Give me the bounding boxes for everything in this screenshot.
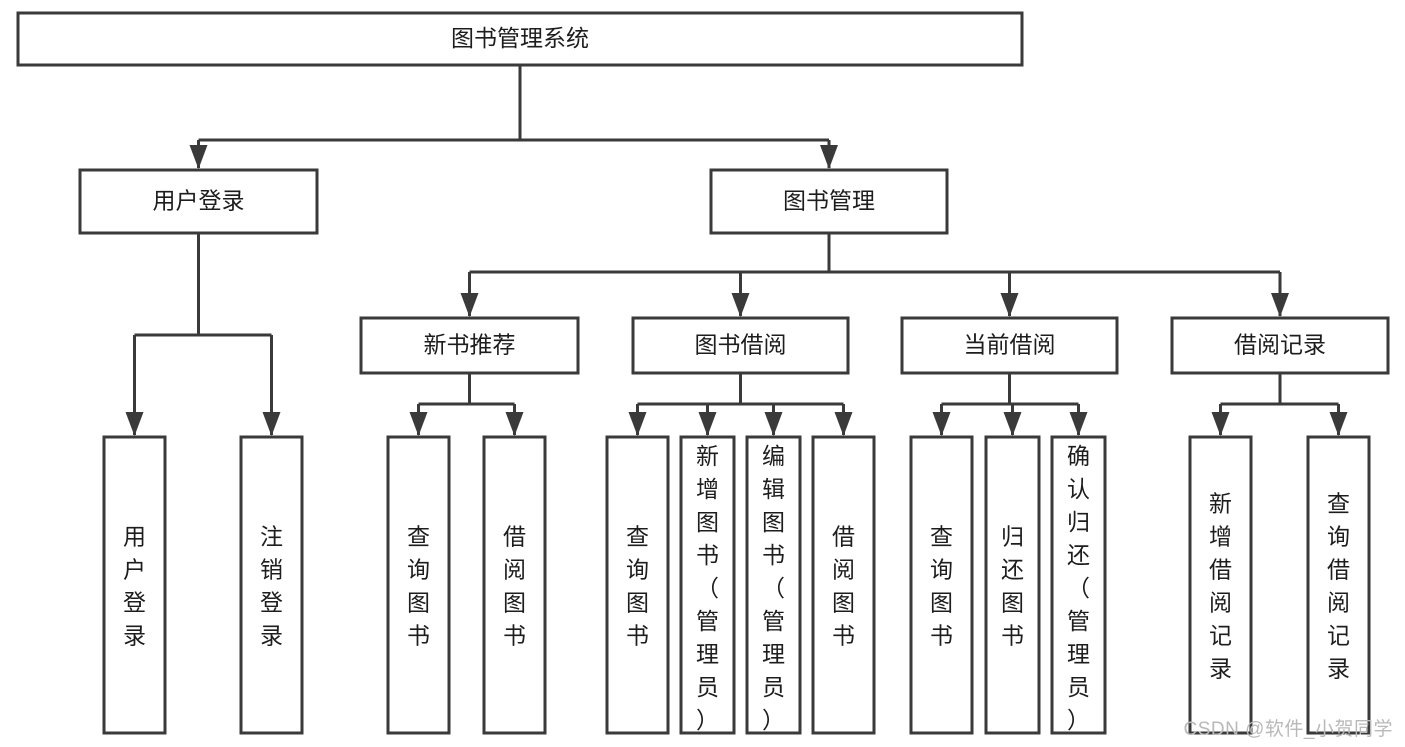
node-box-新书推荐-leaf-借阅图书-1 [482,435,547,735]
node-label-当前借阅-leaf-确认归还管理员-2: 确认归还（管理员） [1067,443,1090,733]
connector-lines-layer [125,65,1348,436]
node-box-图书借阅-leaf-借阅图书-3 [811,435,876,735]
arrow-head-leafdrop-用户登录-0 [125,412,144,436]
node-box-借阅记录-leaf-查询借阅记录-1 [1306,435,1371,735]
node-label-当前借阅-leaf-归还图书-1: 归还图书 [1001,524,1024,649]
node-box-图书借阅-l3-1 [631,316,850,375]
csdn-watermark: CSDN @软件_小贺同学 [1183,719,1393,740]
arrow-head-leafdrop-图书借阅-2 [764,412,783,436]
arrow-head-leafdrop-图书借阅-1 [698,412,717,436]
arrow-head-leafdrop-借阅记录-1 [1329,412,1348,436]
node-label-图书管理系统-root: 图书管理系统 [451,25,589,51]
node-label-当前借阅-leaf-查询图书-0: 查询图书 [930,524,953,649]
node-图书借阅-l3-1[interactable]: 图书借阅 [631,316,850,375]
node-label-新书推荐-leaf-查询图书-0: 查询图书 [407,524,430,649]
arrow-head-root-to-l2-1 [820,145,838,169]
arrow-head-mgmt-to-l3-1 [731,293,750,317]
arrow-head-leafdrop-新书推荐-1 [505,412,524,436]
arrow-head-leafdrop-借阅记录-0 [1211,412,1230,436]
arrow-head-leafdrop-用户登录-1 [262,412,281,436]
node-用户登录-leaf-用户登录-0[interactable]: 用户登录 [102,435,167,735]
arrow-head-mgmt-to-l3-0 [460,293,479,317]
arrow-head-leafdrop-当前借阅-1 [1003,412,1022,436]
node-label-新书推荐-leaf-借阅图书-1: 借阅图书 [503,524,526,649]
node-图书管理系统-root[interactable]: 图书管理系统 [16,11,1024,67]
diagram-nodes-layer: 图书管理系统用户登录图书管理新书推荐图书借阅当前借阅借阅记录用户登录注销登录查询… [16,11,1390,735]
node-新书推荐-leaf-查询图书-0[interactable]: 查询图书 [386,435,451,735]
node-box-图书管理系统-root [16,11,1024,67]
node-box-当前借阅-leaf-确认归还管理员-2 [1050,435,1107,735]
node-图书借阅-leaf-查询图书-0[interactable]: 查询图书 [605,435,670,735]
node-label-当前借阅-l3-2: 当前借阅 [964,332,1056,358]
arrow-head-leafdrop-新书推荐-0 [409,412,428,436]
node-图书借阅-leaf-编辑图书管理员-2[interactable]: 编辑图书（管理员） [745,435,802,735]
node-label-用户登录-leaf-注销登录-1: 注销登录 [260,524,283,649]
node-label-图书借阅-leaf-借阅图书-3: 借阅图书 [832,524,855,649]
arrow-head-leafdrop-当前借阅-2 [1069,412,1088,436]
node-借阅记录-leaf-新增借阅记录-0[interactable]: 新增借阅记录 [1188,435,1253,735]
arrow-head-leafdrop-图书借阅-3 [834,412,853,436]
node-借阅记录-leaf-查询借阅记录-1[interactable]: 查询借阅记录 [1306,435,1371,735]
node-label-用户登录-l2-0: 用户登录 [153,188,245,214]
node-label-图书借阅-l3-1: 图书借阅 [695,332,787,358]
node-box-图书管理-l2-1 [709,168,949,235]
node-box-新书推荐-leaf-查询图书-0 [386,435,451,735]
node-box-借阅记录-l3-3 [1170,316,1390,375]
node-box-借阅记录-leaf-新增借阅记录-0 [1188,435,1253,735]
node-box-当前借阅-leaf-归还图书-1 [984,435,1041,735]
arrow-head-mgmt-to-l3-3 [1271,293,1289,317]
node-当前借阅-leaf-确认归还管理员-2[interactable]: 确认归还（管理员） [1050,435,1107,735]
node-label-图书借阅-leaf-查询图书-0: 查询图书 [626,524,649,649]
arrow-head-leafdrop-当前借阅-0 [932,412,951,436]
node-box-当前借阅-leaf-查询图书-0 [909,435,974,735]
node-label-用户登录-leaf-用户登录-0: 用户登录 [123,524,146,649]
node-box-用户登录-l2-0 [78,168,319,235]
arrow-head-root-to-l2-0 [189,145,208,169]
node-label-借阅记录-l3-3: 借阅记录 [1234,332,1326,358]
node-当前借阅-leaf-归还图书-1[interactable]: 归还图书 [984,435,1041,735]
node-label-图书借阅-leaf-新增图书管理员-1: 新增图书（管理员） [696,443,719,733]
node-label-新书推荐-l3-0: 新书推荐 [424,332,516,358]
node-box-新书推荐-l3-0 [359,316,580,375]
node-box-用户登录-leaf-用户登录-0 [102,435,167,735]
node-box-用户登录-leaf-注销登录-1 [239,435,304,735]
node-box-当前借阅-l3-2 [900,316,1119,375]
node-label-借阅记录-leaf-新增借阅记录-0: 新增借阅记录 [1209,491,1232,682]
node-新书推荐-leaf-借阅图书-1[interactable]: 借阅图书 [482,435,547,735]
node-用户登录-leaf-注销登录-1[interactable]: 注销登录 [239,435,304,735]
node-当前借阅-l3-2[interactable]: 当前借阅 [900,316,1119,375]
node-label-图书借阅-leaf-编辑图书管理员-2: 编辑图书（管理员） [762,443,785,733]
node-用户登录-l2-0[interactable]: 用户登录 [78,168,319,235]
node-借阅记录-l3-3[interactable]: 借阅记录 [1170,316,1390,375]
node-box-图书借阅-leaf-查询图书-0 [605,435,670,735]
node-新书推荐-l3-0[interactable]: 新书推荐 [359,316,580,375]
node-label-借阅记录-leaf-查询借阅记录-1: 查询借阅记录 [1327,491,1350,682]
arrow-head-leafdrop-图书借阅-0 [628,412,647,436]
node-label-图书管理-l2-1: 图书管理 [783,188,875,214]
arrow-head-mgmt-to-l3-2 [1000,293,1019,317]
node-图书管理-l2-1[interactable]: 图书管理 [709,168,949,235]
node-图书借阅-leaf-借阅图书-3[interactable]: 借阅图书 [811,435,876,735]
node-box-图书借阅-leaf-编辑图书管理员-2 [745,435,802,735]
node-当前借阅-leaf-查询图书-0[interactable]: 查询图书 [909,435,974,735]
node-box-图书借阅-leaf-新增图书管理员-1 [679,435,736,735]
node-图书借阅-leaf-新增图书管理员-1[interactable]: 新增图书（管理员） [679,435,736,735]
